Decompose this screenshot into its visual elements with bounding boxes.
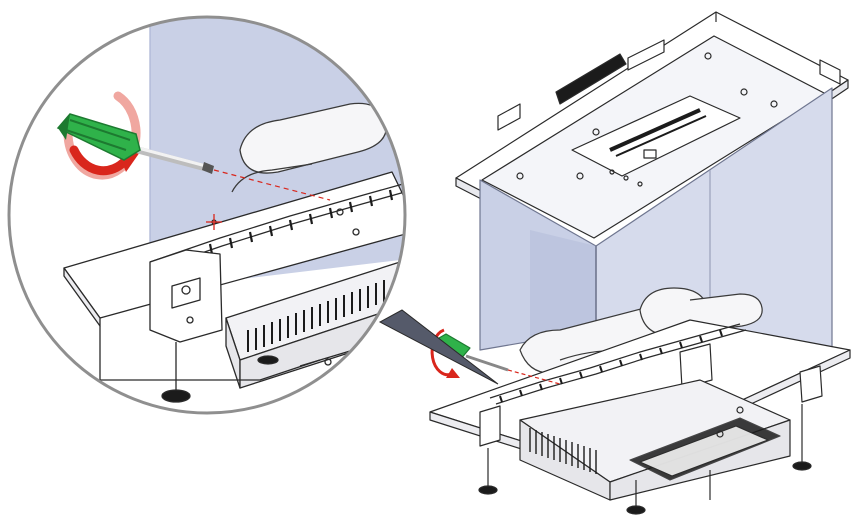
detail-magnifier (7, 15, 407, 415)
screw-guide-line (213, 169, 331, 201)
screw-guide-line (507, 369, 561, 385)
rotate-counterclockwise-icon (430, 328, 460, 378)
screwdriver-icon (56, 113, 214, 174)
bottom-assembly (429, 319, 851, 515)
detail-screwdriver (56, 91, 331, 201)
callout-pointer (378, 309, 499, 385)
fireplace-insert (429, 11, 851, 515)
